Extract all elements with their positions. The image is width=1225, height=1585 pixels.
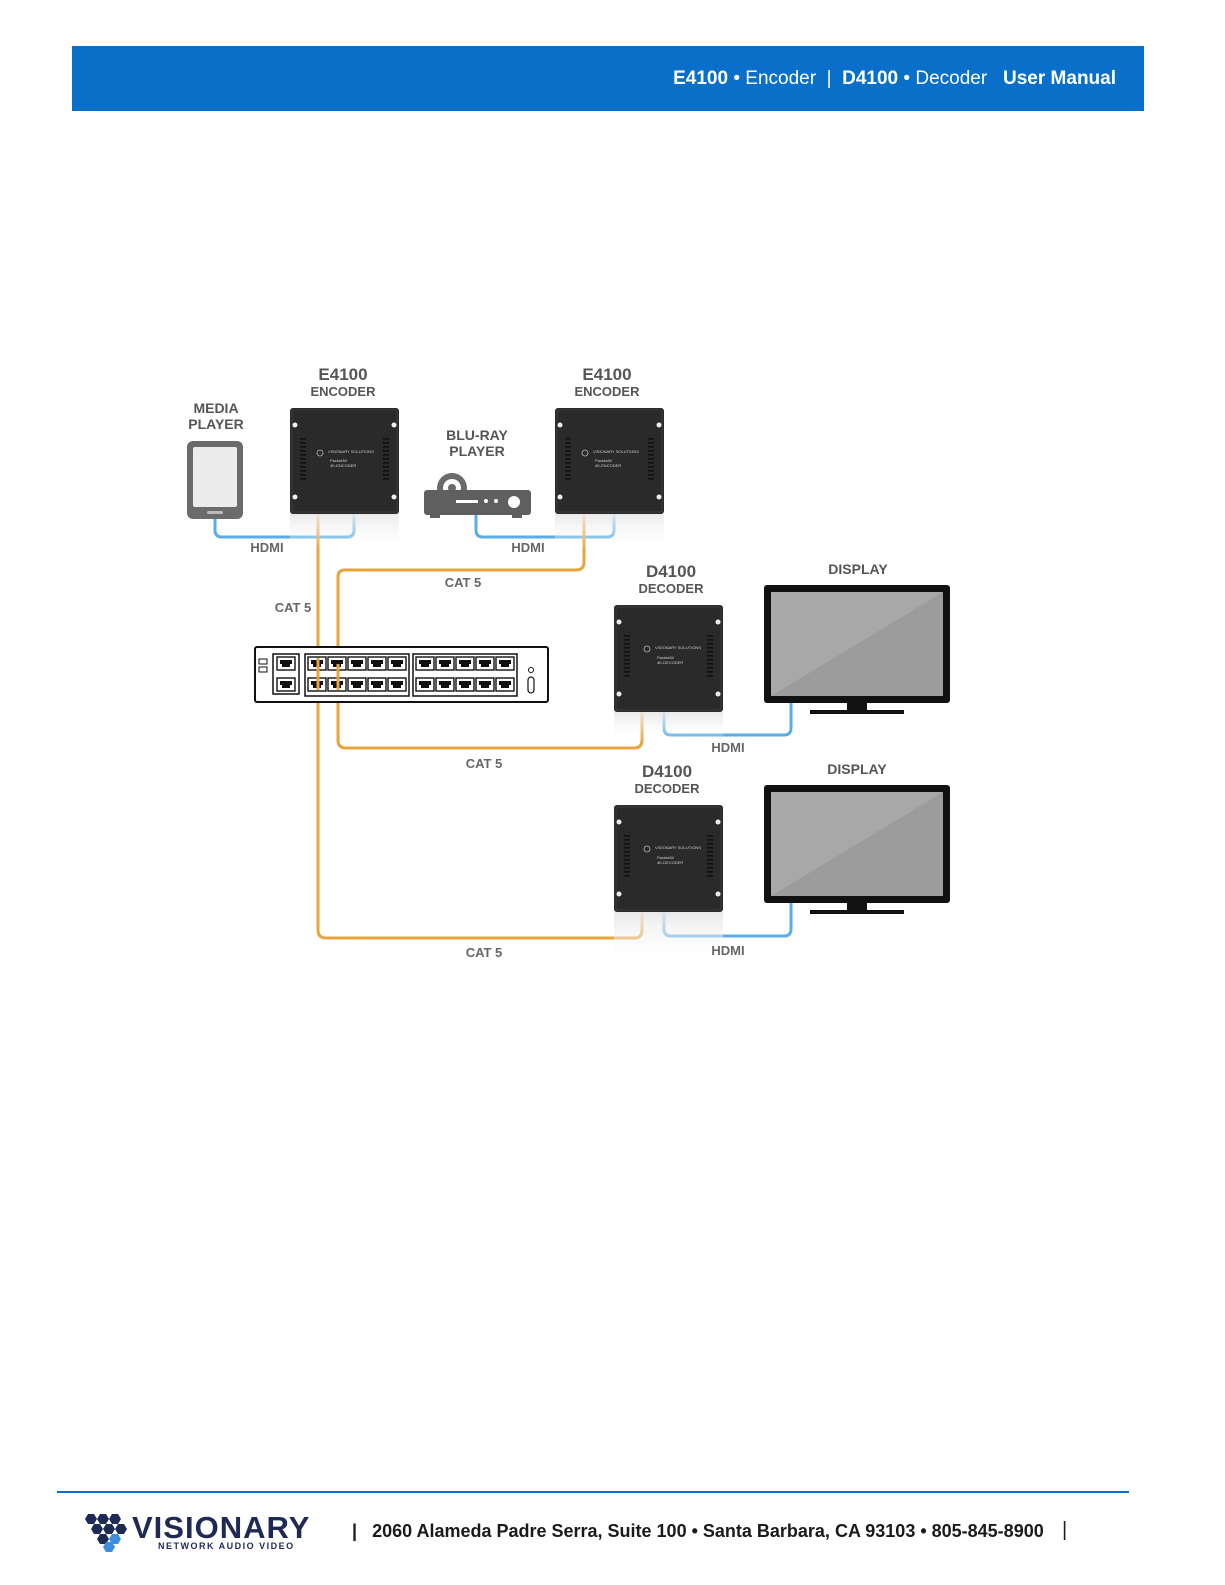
- cat5-cable-decoder-2: [316, 690, 644, 940]
- footer-pipe-left: |: [352, 1521, 358, 1541]
- decoder-1-device: VISIONARY SOLUTIONS PacketAV 4K-DECODER: [614, 605, 723, 742]
- encoder-1-device: VISIONARY SOLUTIONS PacketAV 4K-ENCODER: [290, 408, 399, 550]
- hdmi-label-2: HDMI: [511, 540, 544, 555]
- decoder-2-brand: VISIONARY SOLUTIONS: [655, 845, 701, 850]
- header-encoder-model: E4100: [673, 68, 729, 89]
- visionary-logo-icon: [85, 1514, 127, 1552]
- encoder-1-brand: VISIONARY SOLUTIONS: [328, 449, 374, 454]
- display-2-label: DISPLAY: [827, 761, 887, 777]
- network-switch: [254, 646, 549, 703]
- decoder-1-line2: PacketAV: [657, 655, 675, 660]
- hdmi-label-1: HDMI: [250, 540, 283, 555]
- cat5-cable-decoder-1: [336, 690, 644, 750]
- header-decoder-word: Decoder: [915, 68, 988, 89]
- encoder-2-device: VISIONARY SOLUTIONS PacketAV 4K-ENCODER: [555, 408, 664, 550]
- decoder-2-model: D4100: [642, 762, 692, 781]
- encoder-2-model: E4100: [582, 365, 631, 384]
- footer-pipe-right: |: [1062, 1519, 1068, 1541]
- logo-wordmark: VISIONARY: [132, 1510, 311, 1545]
- decoder-2-type: DECODER: [634, 781, 700, 796]
- bluray-label-line1: BLU-RAY: [446, 427, 508, 443]
- decoder-2-device: VISIONARY SOLUTIONS PacketAV 4K-DECODER: [614, 805, 723, 967]
- header-divider: |: [826, 68, 832, 89]
- decoder-1-model: D4100: [646, 562, 696, 581]
- hdmi-label-4: HDMI: [711, 943, 744, 958]
- encoder-1-type: ENCODER: [310, 384, 376, 399]
- header-bullet-2: •: [903, 68, 911, 89]
- header-bullet: •: [733, 68, 740, 89]
- cat5-label-2: CAT 5: [275, 600, 312, 615]
- logo-tagline: NETWORK AUDIO VIDEO: [158, 1541, 295, 1551]
- bluray-label-line2: PLAYER: [449, 443, 505, 459]
- encoder-1-line3: 4K-ENCODER: [330, 463, 356, 468]
- display-1-icon: [764, 585, 950, 714]
- header-band: E4100 • Encoder | D4100 • Decoder User M…: [72, 46, 1144, 111]
- bluray-player-icon: [424, 473, 531, 518]
- decoder-2-line3: 4K-DECODER: [657, 860, 683, 865]
- display-1-label: DISPLAY: [828, 561, 888, 577]
- encoder-2-line3: 4K-ENCODER: [595, 463, 621, 468]
- header-manual: User Manual: [1003, 68, 1116, 89]
- footer-rule: [57, 1491, 1129, 1493]
- cat5-label-1: CAT 5: [445, 575, 482, 590]
- header-decoder-model: D4100: [842, 68, 899, 89]
- decoder-2-line2: PacketAV: [657, 855, 675, 860]
- encoder-2-type: ENCODER: [574, 384, 640, 399]
- encoder-1-model: E4100: [318, 365, 367, 384]
- footer-address: | 2060 Alameda Padre Serra, Suite 100 • …: [352, 1521, 1044, 1542]
- cat5-label-3: CAT 5: [466, 756, 503, 771]
- encoder-1-line2: PacketAV: [330, 458, 348, 463]
- hdmi-label-3: HDMI: [711, 740, 744, 755]
- header-title: E4100 • Encoder | D4100 • Decoder User M…: [673, 68, 1116, 90]
- decoder-1-line3: 4K-DECODER: [657, 660, 683, 665]
- tablet-icon: [187, 441, 243, 519]
- header-encoder-word: Encoder: [745, 68, 817, 89]
- cat5-cable-encoder-2: [336, 514, 586, 664]
- cat5-label-4: CAT 5: [466, 945, 503, 960]
- decoder-1-type: DECODER: [638, 581, 704, 596]
- footer-address-text: 2060 Alameda Padre Serra, Suite 100 • Sa…: [372, 1521, 1044, 1541]
- media-player-label-line2: PLAYER: [188, 416, 244, 432]
- encoder-2-brand: VISIONARY SOLUTIONS: [593, 449, 639, 454]
- media-player-label-line1: MEDIA: [193, 400, 238, 416]
- display-2-icon: [764, 785, 950, 914]
- decoder-1-brand: VISIONARY SOLUTIONS: [655, 645, 701, 650]
- encoder-2-line2: PacketAV: [595, 458, 613, 463]
